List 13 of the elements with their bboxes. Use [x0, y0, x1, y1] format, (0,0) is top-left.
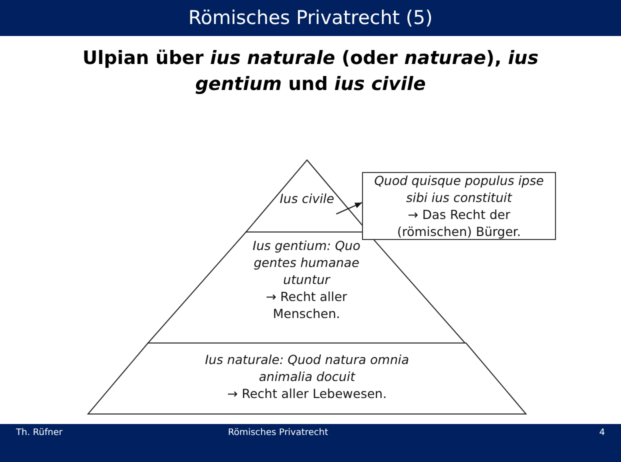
page-number: 4 [599, 428, 605, 438]
arrow [336, 202, 362, 214]
german-text: → Das Recht der (römischen) Bürger. [396, 206, 522, 240]
footer-title: Römisches Privatrecht [228, 428, 328, 438]
german-text: → Recht aller Menschen. [264, 288, 348, 322]
german-text: → Recht aller Lebewesen. [226, 385, 388, 402]
subtitle: Ulpian über ius naturale (oder naturae), ius gentium und ius civile [82, 47, 540, 97]
latin-text: Quod quisque populus ipse sibi ius constituit [373, 172, 545, 206]
latin-text: Ius gentium: Quo gentes humanae utuntur [252, 237, 362, 288]
latin-text: Ius naturale: Quod natura omnia animalia docuit [204, 351, 410, 385]
title-bar: Römisches Privatrecht (5) [0, 0, 621, 36]
footer-author: Th. Rüfner [16, 428, 63, 438]
latin-text: Ius civile [278, 190, 336, 207]
